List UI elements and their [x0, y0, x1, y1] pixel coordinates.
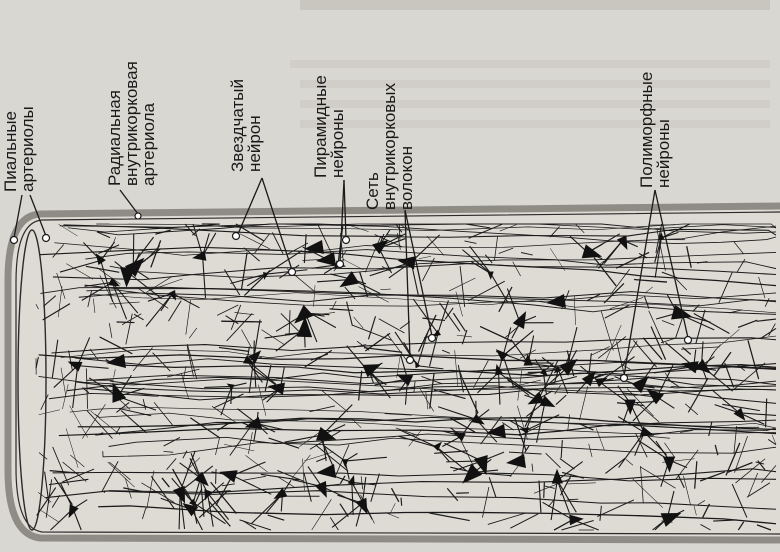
background-bleed-through	[290, 0, 770, 128]
label-pial-arterioles: Пиальные артериолы	[2, 106, 36, 192]
label-pyramidal-neurons: Пирамидные нейроны	[312, 75, 346, 178]
label-polymorphic-neurons: Полиморфные нейроны	[638, 72, 672, 188]
label-intracortical-fibers: Сеть внутрикорковых волокон	[364, 83, 415, 210]
label-radial-arteriole: Радиальная внутрикорковая артериола	[106, 61, 157, 186]
pial-surface-vessel	[8, 206, 780, 540]
label-stellate-neuron: Звездчатый нейрон	[229, 79, 263, 172]
